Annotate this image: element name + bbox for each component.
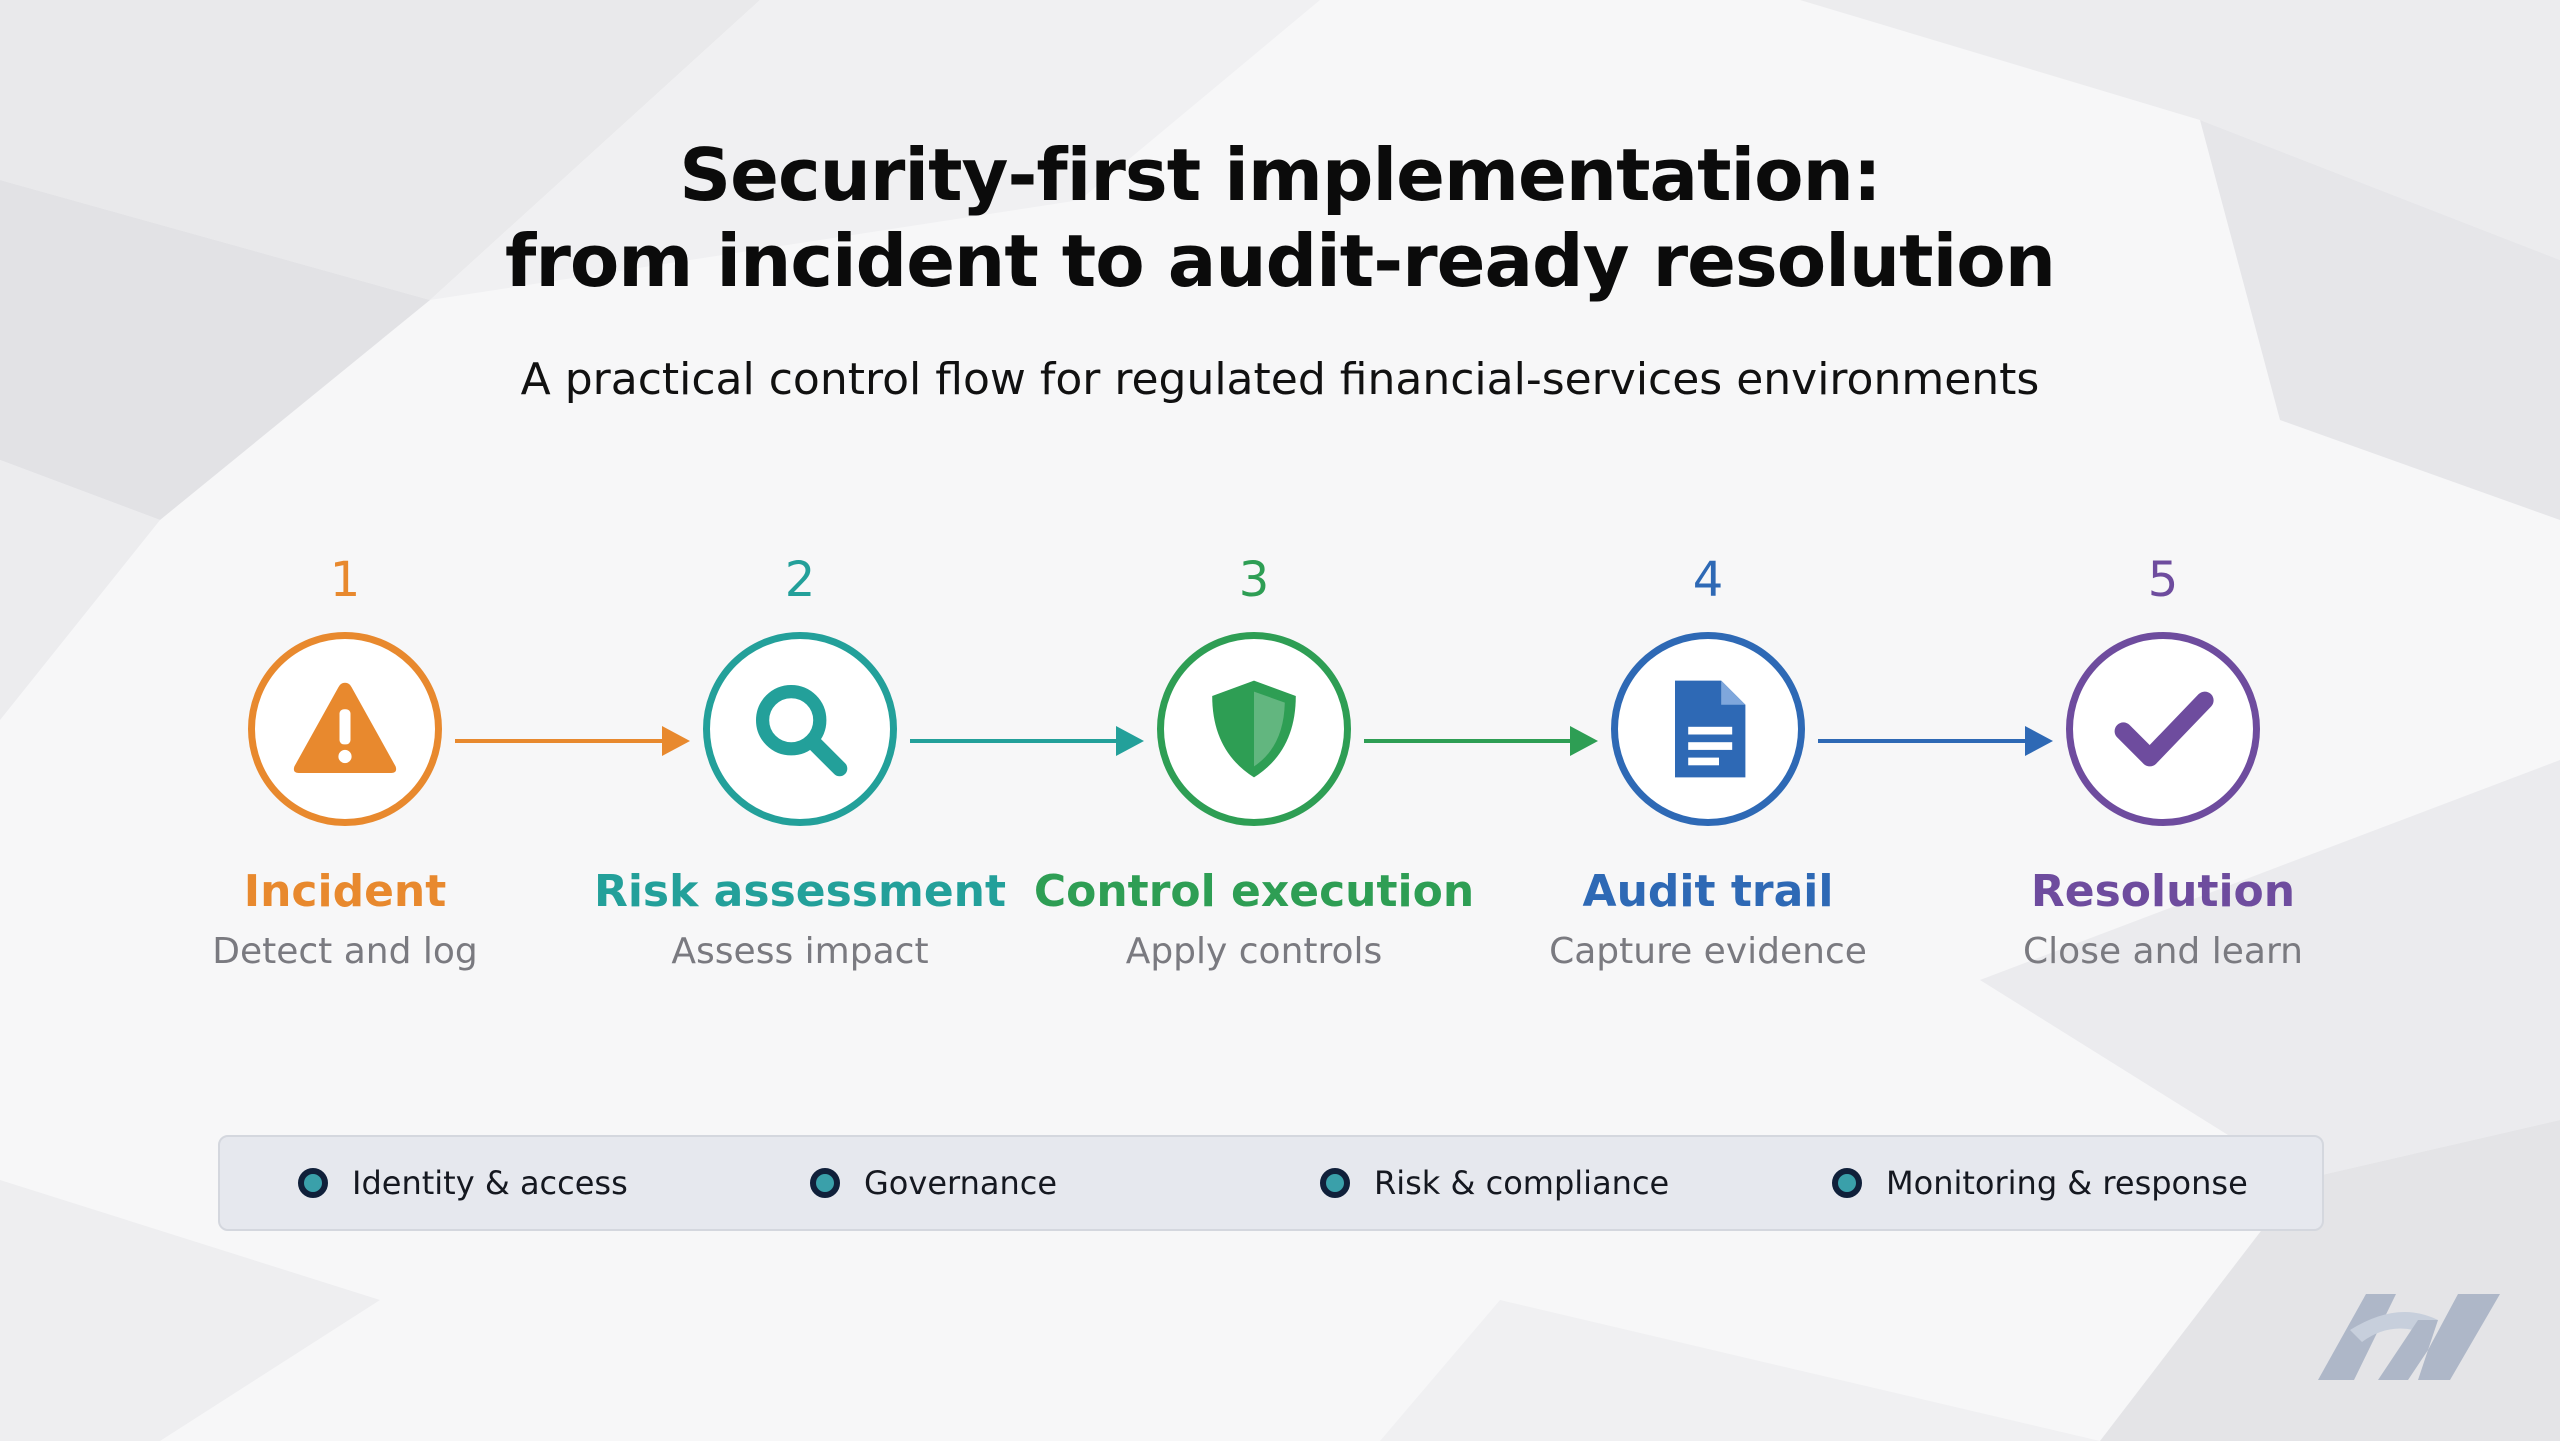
step-control-execution: 3 Control execution Apply controls [1024, 550, 1484, 976]
step-number: 4 [1692, 552, 1724, 608]
warning-icon [293, 682, 397, 773]
connector-arrow-1-2 [455, 726, 690, 756]
step-number: 5 [2147, 552, 2179, 608]
step-number: 3 [1238, 552, 1270, 608]
bullet-dot-icon [298, 1168, 328, 1198]
legend-item-monitoring: Monitoring & response [1832, 1137, 2248, 1229]
shield-icon [1212, 680, 1296, 778]
step-incident: 1 Incident Detect and log [115, 550, 575, 976]
step-circle [703, 632, 897, 826]
connector-arrow-4-5 [1818, 726, 2053, 756]
page-title-line-2: from incident to audit-ready resolution [505, 219, 2056, 303]
step-risk-assessment: 2 Risk assessment Assess impact [570, 550, 1030, 976]
step-description: Assess impact [671, 931, 929, 972]
connector-arrow-2-3 [910, 726, 1144, 756]
step-circle [2066, 632, 2260, 826]
step-audit-trail: 4 Audit trail Capture evidence [1478, 550, 1938, 976]
bullet-dot-icon [1320, 1168, 1350, 1198]
legend-item-governance: Governance [810, 1137, 1057, 1229]
step-title: Resolution [2030, 866, 2296, 917]
step-title: Incident [243, 866, 447, 917]
step-description: Capture evidence [1549, 931, 1867, 972]
step-resolution: 5 Resolution Close and learn [1933, 550, 2393, 976]
step-description: Apply controls [1125, 931, 1383, 972]
legend-bar: Identity & access Governance Risk & comp… [218, 1135, 2324, 1231]
step-title: Control execution [1033, 866, 1475, 917]
step-circle [1611, 632, 1805, 826]
legend-label: Governance [864, 1164, 1058, 1202]
page-subtitle: A practical control flow for regulated f… [520, 354, 2040, 405]
step-number: 1 [329, 552, 361, 608]
step-title: Audit trail [1582, 866, 1834, 917]
brand-logo-icon [2318, 1294, 2500, 1380]
step-title: Risk assessment [593, 866, 1007, 917]
legend-item-risk-compliance: Risk & compliance [1320, 1137, 1669, 1229]
legend-label: Risk & compliance [1374, 1164, 1670, 1202]
step-description: Detect and log [212, 931, 478, 972]
connector-arrow-3-4 [1364, 726, 1598, 756]
step-circle [1157, 632, 1351, 826]
legend-item-identity: Identity & access [298, 1137, 628, 1229]
bullet-dot-icon [810, 1168, 840, 1198]
step-description: Close and learn [2023, 931, 2303, 972]
step-number: 2 [784, 552, 816, 608]
search-icon [756, 685, 848, 777]
page-title-line-1: Security-first implementation: [679, 133, 1881, 217]
legend-label: Identity & access [352, 1164, 628, 1202]
document-icon [1675, 680, 1746, 778]
bullet-dot-icon [1832, 1168, 1862, 1198]
checkmark-icon [2114, 691, 2214, 767]
legend-label: Monitoring & response [1886, 1164, 2248, 1202]
step-circle [248, 632, 442, 826]
